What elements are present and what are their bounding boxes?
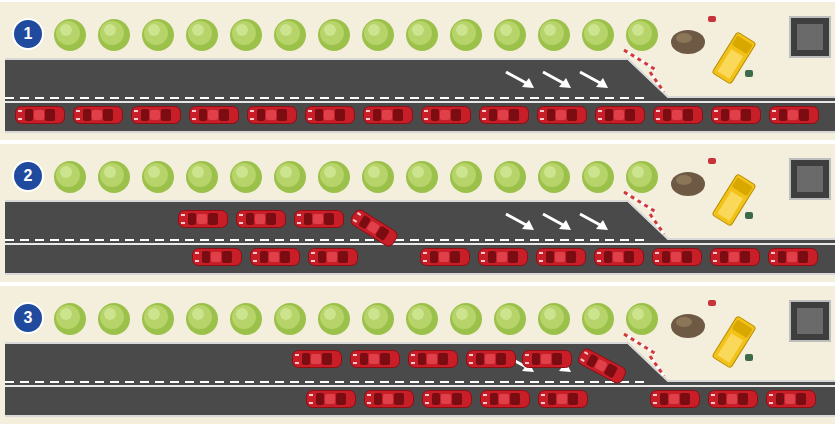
- panel-two: [0, 144, 835, 282]
- callout-number: 3: [14, 304, 42, 332]
- callout-number: 1: [14, 20, 42, 48]
- callout-number: 2: [14, 162, 42, 190]
- panel-three: [0, 286, 835, 424]
- panel-one: [0, 2, 835, 140]
